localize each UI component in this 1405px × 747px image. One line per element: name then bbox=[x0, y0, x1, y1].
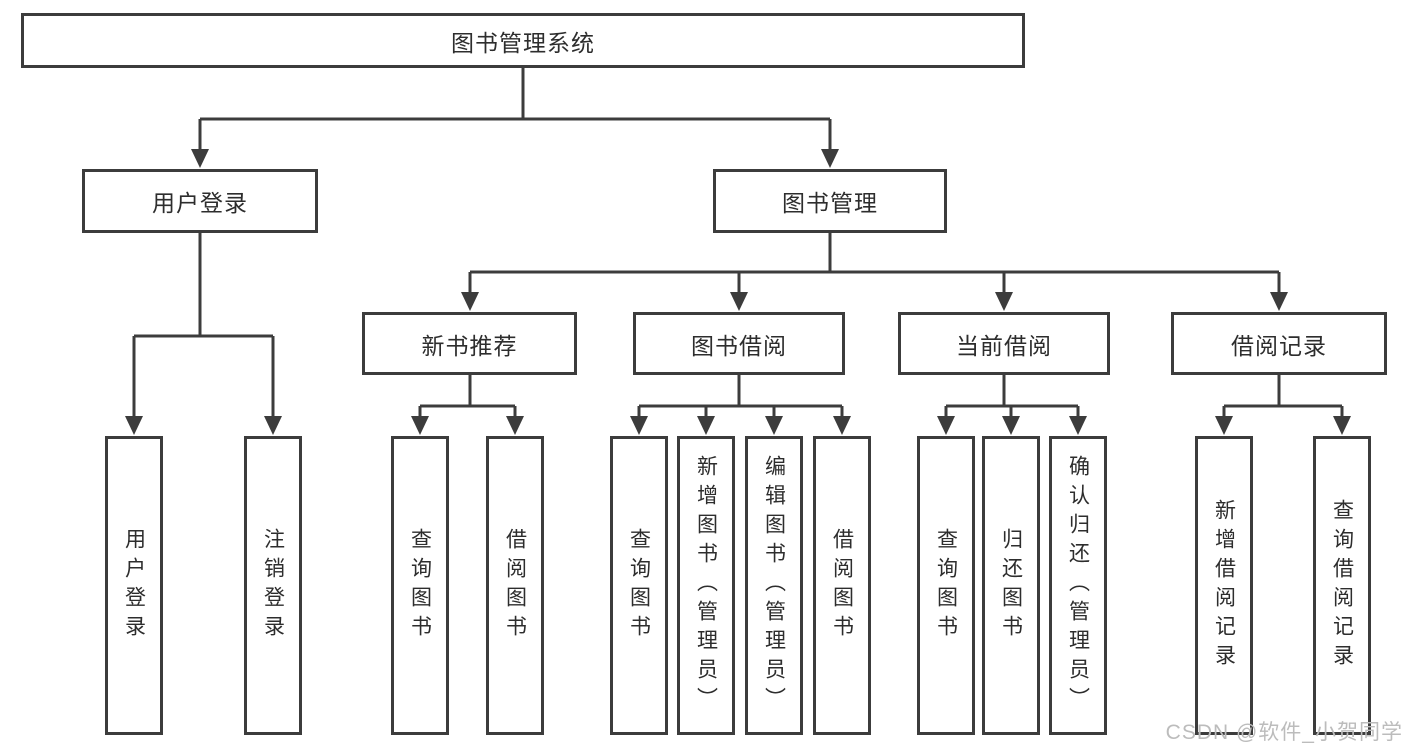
leaf-current-confirm-return-admin: 确认归还（管理员） bbox=[1049, 436, 1107, 735]
node-root-system: 图书管理系统 bbox=[21, 13, 1025, 68]
arrowhead-icons bbox=[125, 149, 1351, 435]
node-user-login: 用户登录 bbox=[82, 169, 318, 233]
csdn-watermark: CSDN @软件_小贺同学 bbox=[1165, 721, 1403, 744]
leaf-records-query-record: 查询借阅记录 bbox=[1313, 436, 1371, 735]
leaf-user-login: 用户登录 bbox=[105, 436, 163, 735]
leaf-logout: 注销登录 bbox=[244, 436, 302, 735]
leaf-newbooks-query-books: 查询图书 bbox=[391, 436, 449, 735]
leaf-current-query-books: 查询图书 bbox=[917, 436, 975, 735]
node-new-book-recommend: 新书推荐 bbox=[362, 312, 577, 375]
node-book-management: 图书管理 bbox=[713, 169, 947, 233]
leaf-borrowing-edit-books-admin: 编辑图书（管理员） bbox=[745, 436, 803, 735]
leaf-newbooks-borrow-books: 借阅图书 bbox=[486, 436, 544, 735]
node-book-borrowing: 图书借阅 bbox=[633, 312, 845, 375]
leaf-borrowing-borrow-books: 借阅图书 bbox=[813, 436, 871, 735]
leaf-borrowing-query-books: 查询图书 bbox=[610, 436, 668, 735]
leaf-records-add-record: 新增借阅记录 bbox=[1195, 436, 1253, 735]
leaf-borrowing-add-books-admin: 新增图书（管理员） bbox=[677, 436, 735, 735]
connector-stems bbox=[132, 68, 1344, 418]
node-current-borrowing: 当前借阅 bbox=[898, 312, 1110, 375]
node-borrow-records: 借阅记录 bbox=[1171, 312, 1387, 375]
leaf-current-return-books: 归还图书 bbox=[982, 436, 1040, 735]
